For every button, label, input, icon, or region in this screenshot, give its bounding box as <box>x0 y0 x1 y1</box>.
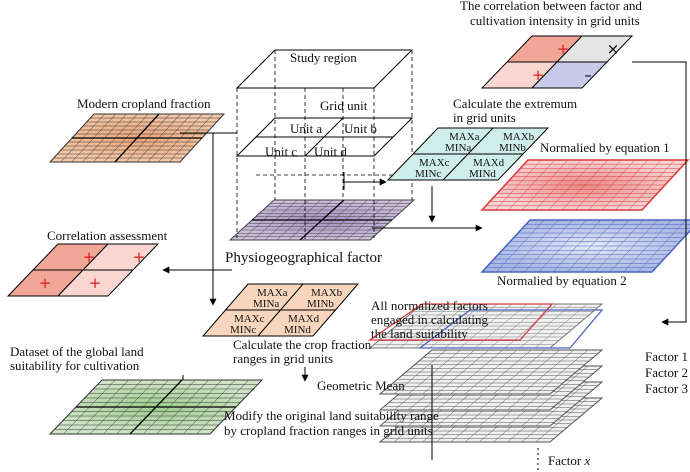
ext-mind: MINd <box>469 168 496 180</box>
modify-line1: Modify the original land suitability ran… <box>224 408 439 423</box>
study-region-planes <box>235 49 414 240</box>
all-normalized-blue-outline <box>418 309 604 349</box>
all-normalized-line2: engaged in calculating <box>371 312 488 327</box>
crop-maxc: MAXc <box>234 313 265 325</box>
dashed-connectors <box>236 50 413 240</box>
norm2-grid-gridline-v <box>637 219 687 273</box>
norm1-grid <box>480 159 690 211</box>
correlation-title-line2: cultivation intensity in grid units <box>470 13 640 28</box>
geometric-mean-label: Geometric Mean <box>317 378 405 393</box>
correlation-title-line1: The correlation between factor and <box>460 0 642 13</box>
study-region-label: Study region <box>290 50 357 65</box>
unit-b-label: Unit b <box>344 121 377 136</box>
physiogeographical-label: Physiogeographical factor <box>225 250 382 266</box>
factor2-grid-gridline-v <box>535 365 588 411</box>
correlation-grid-top <box>480 35 634 89</box>
flow-connectors <box>162 61 687 460</box>
crop-minc: MINc <box>230 324 256 336</box>
all-normalized-line3: the land suitability <box>371 326 468 341</box>
factor1-grid <box>378 349 604 395</box>
unit-d-label: Unit d <box>314 144 347 159</box>
norm1-label: Normalied by equation 1 <box>540 140 670 155</box>
ext-maxc: MAXc <box>419 157 450 169</box>
text-labels: Study region Grid unit Unit a Unit b Uni… <box>10 0 688 470</box>
modern-cropland-grid <box>48 113 226 163</box>
corr-assess-plus-b: + <box>133 248 146 266</box>
norm2-label: Normalied by equation 2 <box>497 273 627 288</box>
factor1-grid-gridline-v <box>535 349 588 395</box>
all-normalized-red-outline <box>367 303 554 341</box>
crop-range-grid <box>201 283 360 337</box>
crop-maxb: MAXb <box>311 287 343 299</box>
extremum-label-line2: in grid units <box>453 110 516 125</box>
factor-x-grid-gridline-v <box>535 397 588 443</box>
correlation-assessment-label: Correlation assessment <box>47 228 168 243</box>
ext-maxd: MAXd <box>473 157 505 169</box>
dataset-line1: Dataset of the global land <box>10 344 144 359</box>
corr-assess-plus-d: + <box>89 274 102 292</box>
ext-mina: MINa <box>445 142 471 154</box>
corr-top-plus-a: + <box>557 40 570 58</box>
unit-a-label: Unit a <box>290 121 322 136</box>
all-normalized-line1: All normalized factors <box>371 298 488 313</box>
corr-top-minus: – <box>584 66 592 84</box>
dataset-grid <box>48 379 264 435</box>
crop-mina: MINa <box>253 298 279 310</box>
ext-minb: MINb <box>499 142 526 154</box>
factor3-grid-gridline-v <box>535 381 588 427</box>
dataset-line2: suitability for cultivation <box>10 358 140 373</box>
dataset-grid-gridline-v <box>196 379 249 435</box>
crop-minb: MINb <box>307 298 334 310</box>
arrow-correlation-to-all <box>632 61 687 326</box>
factor3-label: Factor 3 <box>645 381 688 396</box>
correlation-assessment-grid <box>6 243 160 297</box>
modern-cropland-grid-gridline-v <box>168 113 214 163</box>
factor1-label: Factor 1 <box>645 349 688 364</box>
extremum-label-line1: Calculate the extremum <box>453 96 577 111</box>
factor2-label: Factor 2 <box>645 365 688 380</box>
ext-maxa: MAXa <box>449 131 480 143</box>
ext-minc: MINc <box>415 168 441 180</box>
corr-assess-plus-a: + <box>83 248 96 266</box>
physiogeographical-grid-gridline-v <box>358 199 403 241</box>
unit-c-label: Unit c <box>265 144 297 159</box>
norm1-grid-gridline-v <box>628 159 675 211</box>
grid-unit-label: Grid unit <box>320 98 368 113</box>
crop-mind: MINd <box>284 324 311 336</box>
factorx-label: Factor x <box>548 453 590 468</box>
crop-range-line2: ranges in grid units <box>233 351 333 366</box>
norm2-grid <box>480 219 690 273</box>
crop-maxd: MAXd <box>288 313 320 325</box>
corr-assess-plus-c: + <box>39 274 52 292</box>
modern-cropland-label: Modern cropland fraction <box>77 96 211 111</box>
all-normalized-grid-gridline-v <box>534 303 588 349</box>
corr-top-plus-c: + <box>532 66 545 84</box>
extremum-grid <box>386 127 550 181</box>
crop-maxa: MAXa <box>257 287 288 299</box>
ext-maxb: MAXb <box>503 131 535 143</box>
modify-line2: by cropland fraction ranges in grid unit… <box>224 423 433 438</box>
physiogeographical-grid <box>228 199 416 241</box>
crop-range-line1: Calculate the crop fraction <box>233 337 372 352</box>
corr-top-times: × <box>607 40 620 58</box>
